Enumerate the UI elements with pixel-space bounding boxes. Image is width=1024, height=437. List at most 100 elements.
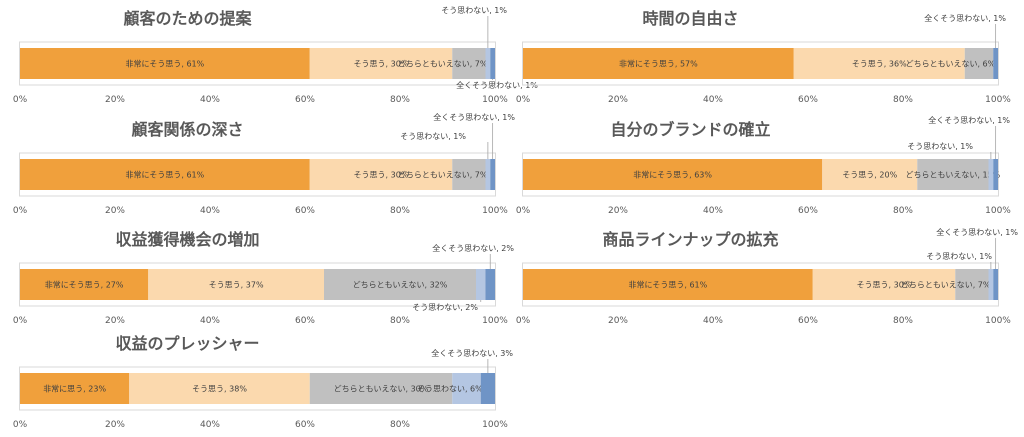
bar-segment-5 bbox=[485, 269, 495, 300]
x-tick-label: 20% bbox=[105, 206, 125, 216]
x-tick-label: 40% bbox=[703, 206, 723, 216]
x-tick-label: 80% bbox=[893, 95, 913, 105]
data-label: どちらともいえない, 30% bbox=[334, 385, 429, 394]
data-label: 全くそう思わない, 3% bbox=[431, 348, 513, 358]
chart-title: 収益獲得機会の増加 bbox=[115, 230, 259, 249]
bar-segment-1 bbox=[523, 269, 813, 300]
bar-segment-3 bbox=[917, 159, 989, 190]
bar-segment-3 bbox=[964, 48, 994, 79]
bar-segment-2 bbox=[793, 48, 965, 79]
chart-title: 収益のプレッシャー bbox=[115, 334, 259, 353]
x-tick-label: 80% bbox=[893, 316, 913, 326]
bar-segment-1 bbox=[523, 48, 794, 79]
bar-segment-5 bbox=[490, 159, 495, 190]
x-tick-label: 40% bbox=[200, 95, 220, 105]
bar-segment-3 bbox=[955, 269, 989, 300]
x-tick-label: 80% bbox=[893, 206, 913, 216]
x-tick-label: 40% bbox=[200, 206, 220, 216]
data-label: 全くそう思わない, 1% bbox=[924, 13, 1006, 23]
x-tick-label: 40% bbox=[200, 316, 220, 326]
chart-title: 時間の自由さ bbox=[642, 9, 738, 28]
x-tick-label: 40% bbox=[703, 95, 723, 105]
data-label: 非常にそう思う, 61% bbox=[126, 170, 205, 180]
bar-segment-3 bbox=[452, 159, 486, 190]
x-tick-label: 100% bbox=[985, 206, 1011, 216]
bar-segment-2 bbox=[148, 269, 324, 300]
chart-title: 顧客関係の深さ bbox=[131, 120, 243, 139]
x-tick-label: 20% bbox=[608, 316, 628, 326]
x-tick-label: 60% bbox=[295, 316, 315, 326]
data-label: どちらともいえない, 32% bbox=[353, 281, 448, 290]
bar-segment-3 bbox=[309, 373, 453, 404]
data-label: 非常に思う, 23% bbox=[43, 384, 106, 394]
data-label: そう思わない, 1% bbox=[907, 142, 973, 151]
bar-segment-2 bbox=[812, 269, 956, 300]
data-label: そう思う, 30% bbox=[354, 60, 409, 69]
x-tick-label: 20% bbox=[608, 95, 628, 105]
bar-segment-5 bbox=[993, 159, 998, 190]
x-tick-label: 20% bbox=[105, 420, 125, 430]
bar-segment-2 bbox=[309, 48, 453, 79]
data-label: どちらともいえない, 7% bbox=[398, 171, 488, 180]
x-tick-label: 80% bbox=[390, 420, 410, 430]
x-tick-label: 40% bbox=[703, 316, 723, 326]
x-tick-label: 20% bbox=[608, 206, 628, 216]
data-label: 非常にそう思う, 61% bbox=[126, 59, 205, 69]
x-tick-label: 0% bbox=[516, 95, 531, 105]
chart-title: 商品ラインナップの拡充 bbox=[602, 230, 778, 249]
x-tick-label: 20% bbox=[105, 95, 125, 105]
plot-area-border bbox=[19, 152, 496, 197]
x-tick-label: 100% bbox=[482, 95, 508, 105]
bar-segment-1 bbox=[20, 269, 149, 300]
data-label: そう思う, 36% bbox=[852, 60, 907, 69]
x-tick-label: 80% bbox=[390, 316, 410, 326]
data-label: 全くそう思わない, 1% bbox=[433, 112, 515, 122]
x-tick-label: 60% bbox=[798, 316, 818, 326]
bar-segment-1 bbox=[20, 159, 310, 190]
x-tick-label: 100% bbox=[482, 206, 508, 216]
plot-area-border bbox=[522, 41, 999, 86]
x-tick-label: 0% bbox=[13, 206, 28, 216]
data-label: 全くそう思わない, 2% bbox=[432, 243, 514, 253]
bar-segment-4 bbox=[988, 269, 994, 300]
data-label: そう思わない, 2% bbox=[412, 303, 478, 312]
x-tick-label: 100% bbox=[482, 420, 508, 430]
x-tick-label: 0% bbox=[13, 95, 28, 105]
bar-segment-5 bbox=[480, 373, 495, 404]
bar-segment-5 bbox=[490, 48, 495, 79]
plot-area-border bbox=[19, 262, 496, 307]
plot-area-border bbox=[19, 366, 496, 411]
data-label: 非常にそう思う, 57% bbox=[619, 59, 698, 69]
x-tick-label: 100% bbox=[985, 95, 1011, 105]
bar-segment-4 bbox=[988, 159, 994, 190]
data-label: そう思う, 30% bbox=[354, 171, 409, 180]
bar-segment-4 bbox=[485, 48, 491, 79]
bar-segment-4 bbox=[476, 269, 486, 300]
x-tick-label: 0% bbox=[13, 316, 28, 326]
x-tick-label: 60% bbox=[295, 95, 315, 105]
data-label: 非常にそう思う, 61% bbox=[629, 280, 708, 290]
bar-segment-3 bbox=[324, 269, 476, 300]
x-tick-label: 80% bbox=[390, 95, 410, 105]
plot-area-border bbox=[522, 152, 999, 197]
bar-segment-1 bbox=[523, 159, 823, 190]
data-label: そう思わない, 6% bbox=[417, 385, 483, 394]
x-tick-label: 40% bbox=[200, 420, 220, 430]
data-label: そう思う, 38% bbox=[192, 385, 247, 394]
data-label: そう思う, 37% bbox=[209, 281, 264, 290]
bar-segment-2 bbox=[129, 373, 310, 404]
x-tick-label: 80% bbox=[390, 206, 410, 216]
data-label: そう思わない, 1% bbox=[441, 6, 507, 15]
x-tick-label: 0% bbox=[516, 206, 531, 216]
x-tick-label: 0% bbox=[13, 420, 28, 430]
x-tick-label: 60% bbox=[798, 95, 818, 105]
x-tick-label: 60% bbox=[295, 206, 315, 216]
x-tick-label: 20% bbox=[105, 316, 125, 326]
bar-segment-1 bbox=[20, 48, 310, 79]
